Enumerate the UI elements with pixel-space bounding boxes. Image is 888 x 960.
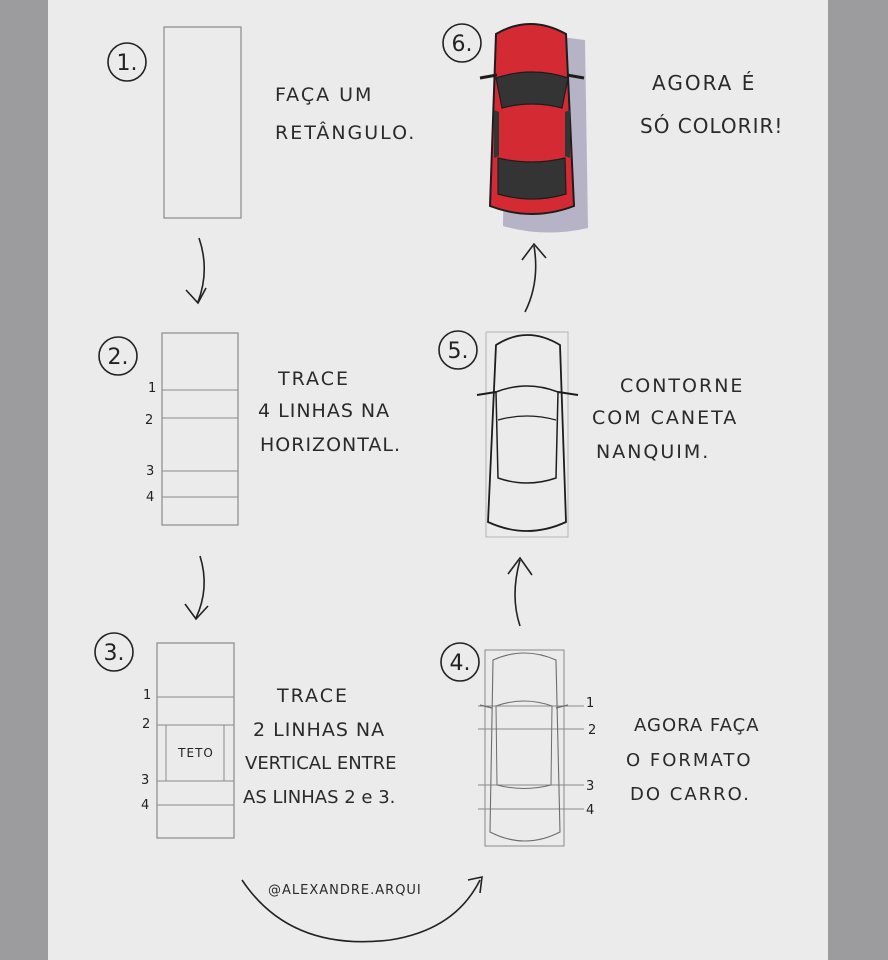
- step-6: 6. AGORA É SÓ COLORIR!: [442, 23, 783, 233]
- arrow-step-2-to-3: [195, 555, 205, 619]
- step-4: 4. 1 2 3 4 AGORA FAÇA O FORMATO DO CARRO…: [440, 642, 760, 847]
- step-4-line-label-4: 4: [586, 803, 594, 818]
- signature-arrow-head: [467, 875, 483, 894]
- step-5-windshield-line: [497, 415, 557, 421]
- step-5-text-line-3: NANQUIM.: [596, 441, 710, 463]
- step-2-line-label-3: 3: [146, 464, 154, 479]
- step-5-text-line-2: COM CANETA: [592, 407, 738, 429]
- colored-car-windshield: [495, 71, 569, 109]
- step-2: 2. 1 2 3 4 TRACE 4 LINHAS NA HORIZONTAL.: [98, 332, 401, 526]
- colored-car-mirrors: [479, 73, 585, 80]
- signature-block: @ALEXANDRE.ARQUI: [241, 875, 483, 943]
- colored-car-right-window: [565, 110, 570, 158]
- step-4-text-line-3: DO CARRO.: [630, 784, 751, 805]
- step-5-car-cabin-outline: [495, 385, 559, 484]
- step-3-number-circle: [94, 632, 134, 672]
- step-6-number: 6.: [452, 32, 473, 57]
- step-5-number-circle: [438, 330, 478, 370]
- step-5: 5. CONTORNE COM CANETA NANQUIM.: [438, 330, 744, 538]
- step-3-text-line-1: TRACE: [276, 685, 349, 707]
- step-4-text-line-2: O FORMATO: [626, 750, 753, 771]
- step-4-mirrors-sketch: [479, 704, 569, 709]
- step-6-text-line-1: AGORA É: [652, 71, 756, 95]
- step-2-text-line-3: HORIZONTAL.: [260, 434, 401, 456]
- step-3-text-line-3: VERTICAL ENTRE: [245, 753, 397, 774]
- step-2-rectangle: [161, 332, 239, 526]
- arrow-step-5-to-6: [524, 245, 537, 313]
- step-3-line-label-1: 1: [143, 688, 151, 703]
- step-5-number: 5.: [448, 339, 469, 364]
- step-3-roof-label: TETO: [177, 746, 214, 760]
- arrow-head-2-to-3: [184, 603, 209, 621]
- step-5-guide-rectangle: [485, 331, 569, 538]
- step-6-number-circle: [442, 23, 482, 63]
- step-1: 1. FAÇA UM RETÂNGULO.: [107, 26, 416, 219]
- step-6-text-line-2: SÓ COLORIR!: [640, 114, 783, 138]
- arrow-step-4-to-5: [514, 559, 521, 627]
- step-1-rectangle: [163, 26, 242, 219]
- paper-sheet: [48, 0, 828, 960]
- step-4-line-label-3: 3: [586, 779, 594, 794]
- step-2-text-line-1: TRACE: [277, 368, 350, 390]
- step-4-number-circle: [440, 642, 480, 682]
- step-3: 3. TETO 1 2 3 4 TRACE 2 LINHAS NA VERTIC…: [94, 632, 397, 839]
- step-3-line-label-3: 3: [141, 773, 149, 788]
- step-4-line-label-2: 2: [588, 723, 596, 738]
- arrow-head-1-to-2: [185, 287, 207, 305]
- step-3-number: 3.: [104, 641, 125, 666]
- step-3-line-label-4: 4: [141, 798, 149, 813]
- step-2-line-label-1: 1: [148, 381, 156, 396]
- step-1-number-circle: [107, 42, 147, 82]
- signature-curved-arrow: [241, 879, 481, 943]
- step-4-guide-rectangle: [484, 649, 565, 847]
- step-1-text-line-2: RETÂNGULO.: [275, 121, 416, 144]
- step-2-text-line-2: 4 LINHAS NA: [258, 400, 390, 422]
- step-2-number: 2.: [108, 345, 129, 370]
- arrow-head-5-to-6: [521, 242, 547, 261]
- colored-car-rear-window: [497, 157, 567, 200]
- arrow-head-4-to-5: [507, 556, 533, 576]
- step-4-car-body-sketch: [489, 652, 561, 842]
- arrow-step-1-to-2: [197, 237, 206, 303]
- step-2-line-label-4: 4: [146, 490, 154, 505]
- step-2-number-circle: [98, 336, 138, 376]
- signature: @ALEXANDRE.ARQUI: [268, 883, 422, 898]
- step-2-line-label-2: 2: [145, 413, 153, 428]
- step-3-line-label-2: 2: [142, 717, 150, 732]
- step-3-rectangle: [156, 642, 235, 839]
- step-4-number: 4.: [450, 651, 471, 676]
- step-5-car-body-outline: [487, 334, 567, 532]
- step-1-text-line-1: FAÇA UM: [275, 84, 373, 106]
- step-4-car-cabin-sketch: [495, 700, 553, 789]
- step-5-mirrors: [476, 391, 579, 396]
- step-4-line-label-1: 1: [586, 696, 594, 711]
- step-3-text-line-4: AS LINHAS 2 e 3.: [243, 787, 395, 808]
- step-4-text-line-1: AGORA FAÇA: [634, 715, 760, 736]
- step-1-number: 1.: [117, 51, 138, 76]
- step-5-text-line-1: CONTORNE: [620, 375, 744, 397]
- colored-car-left-window: [494, 110, 499, 158]
- step-3-text-line-2: 2 LINHAS NA: [253, 719, 385, 741]
